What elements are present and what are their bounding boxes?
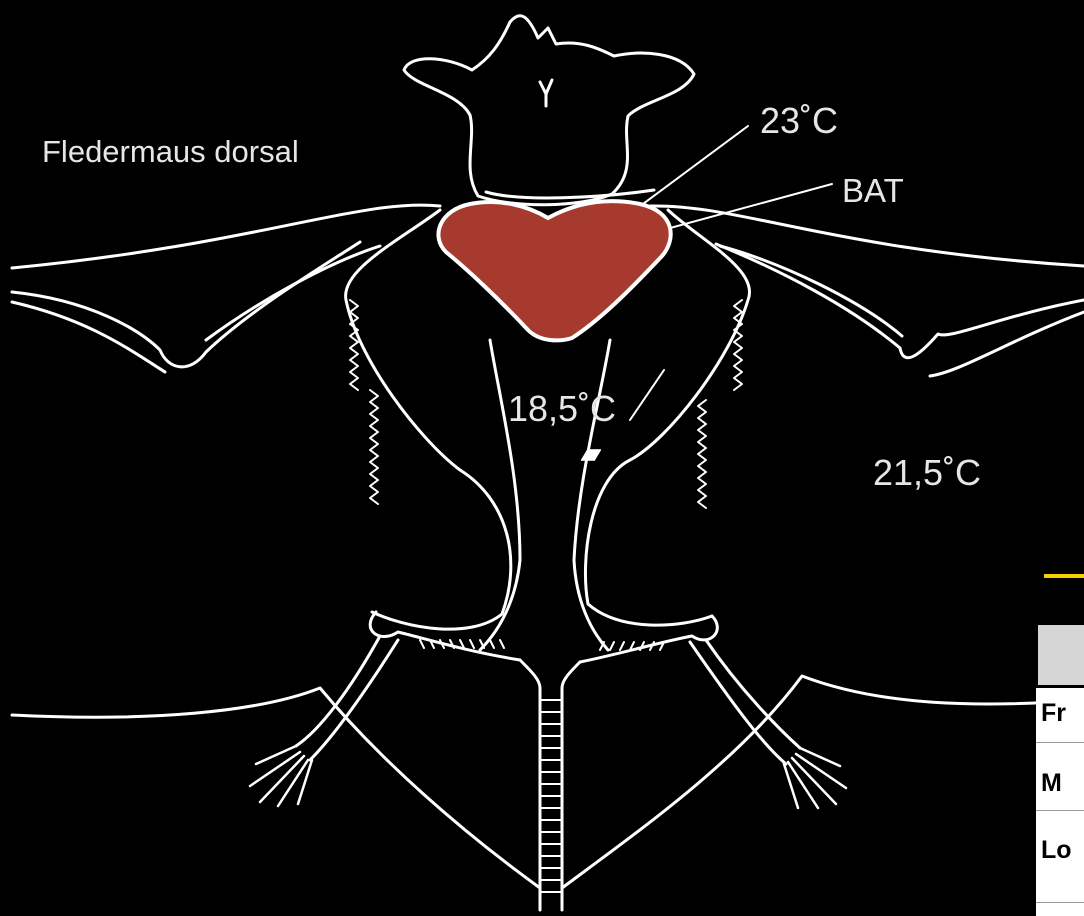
fur-hatching-waist <box>420 450 664 650</box>
right-foot <box>784 748 846 808</box>
table-row-separator <box>1036 902 1084 903</box>
brown-adipose-tissue <box>438 201 670 340</box>
table-row-label: M <box>1041 769 1062 798</box>
bat-neck <box>486 190 654 198</box>
bat-head <box>404 16 694 205</box>
left-leg <box>296 612 520 760</box>
bat-label: BAT <box>842 172 904 210</box>
left-wing-upper-edge <box>12 205 440 268</box>
wing-temperature-label: 21,5˚C <box>873 452 981 494</box>
table-header <box>1038 625 1084 685</box>
table-row-label: Lo <box>1041 836 1072 865</box>
left-wing-trailing-edge <box>12 688 540 888</box>
right-leg <box>580 616 800 764</box>
neck-temperature-label: 23˚C <box>760 100 838 142</box>
left-foot <box>250 746 312 806</box>
right-wing-trailing-edge <box>562 676 1084 888</box>
bat-tail-segments <box>540 700 562 892</box>
bat-tail <box>540 688 562 910</box>
table-accent-line <box>1044 574 1084 578</box>
table-row-separator <box>1036 810 1084 811</box>
bat-head-mark <box>540 80 552 106</box>
left-arm-bone <box>12 242 360 367</box>
tail-base <box>520 660 580 688</box>
table-row-separator <box>1036 742 1084 743</box>
leader-line-185 <box>630 370 664 420</box>
center-temperature-label: 18,5˚C <box>508 388 616 430</box>
bat-waist <box>480 340 610 650</box>
fur-hatching-right <box>698 300 742 508</box>
table-row-label: Fr <box>1041 699 1066 728</box>
diagram-title: Fledermaus dorsal <box>42 134 299 170</box>
